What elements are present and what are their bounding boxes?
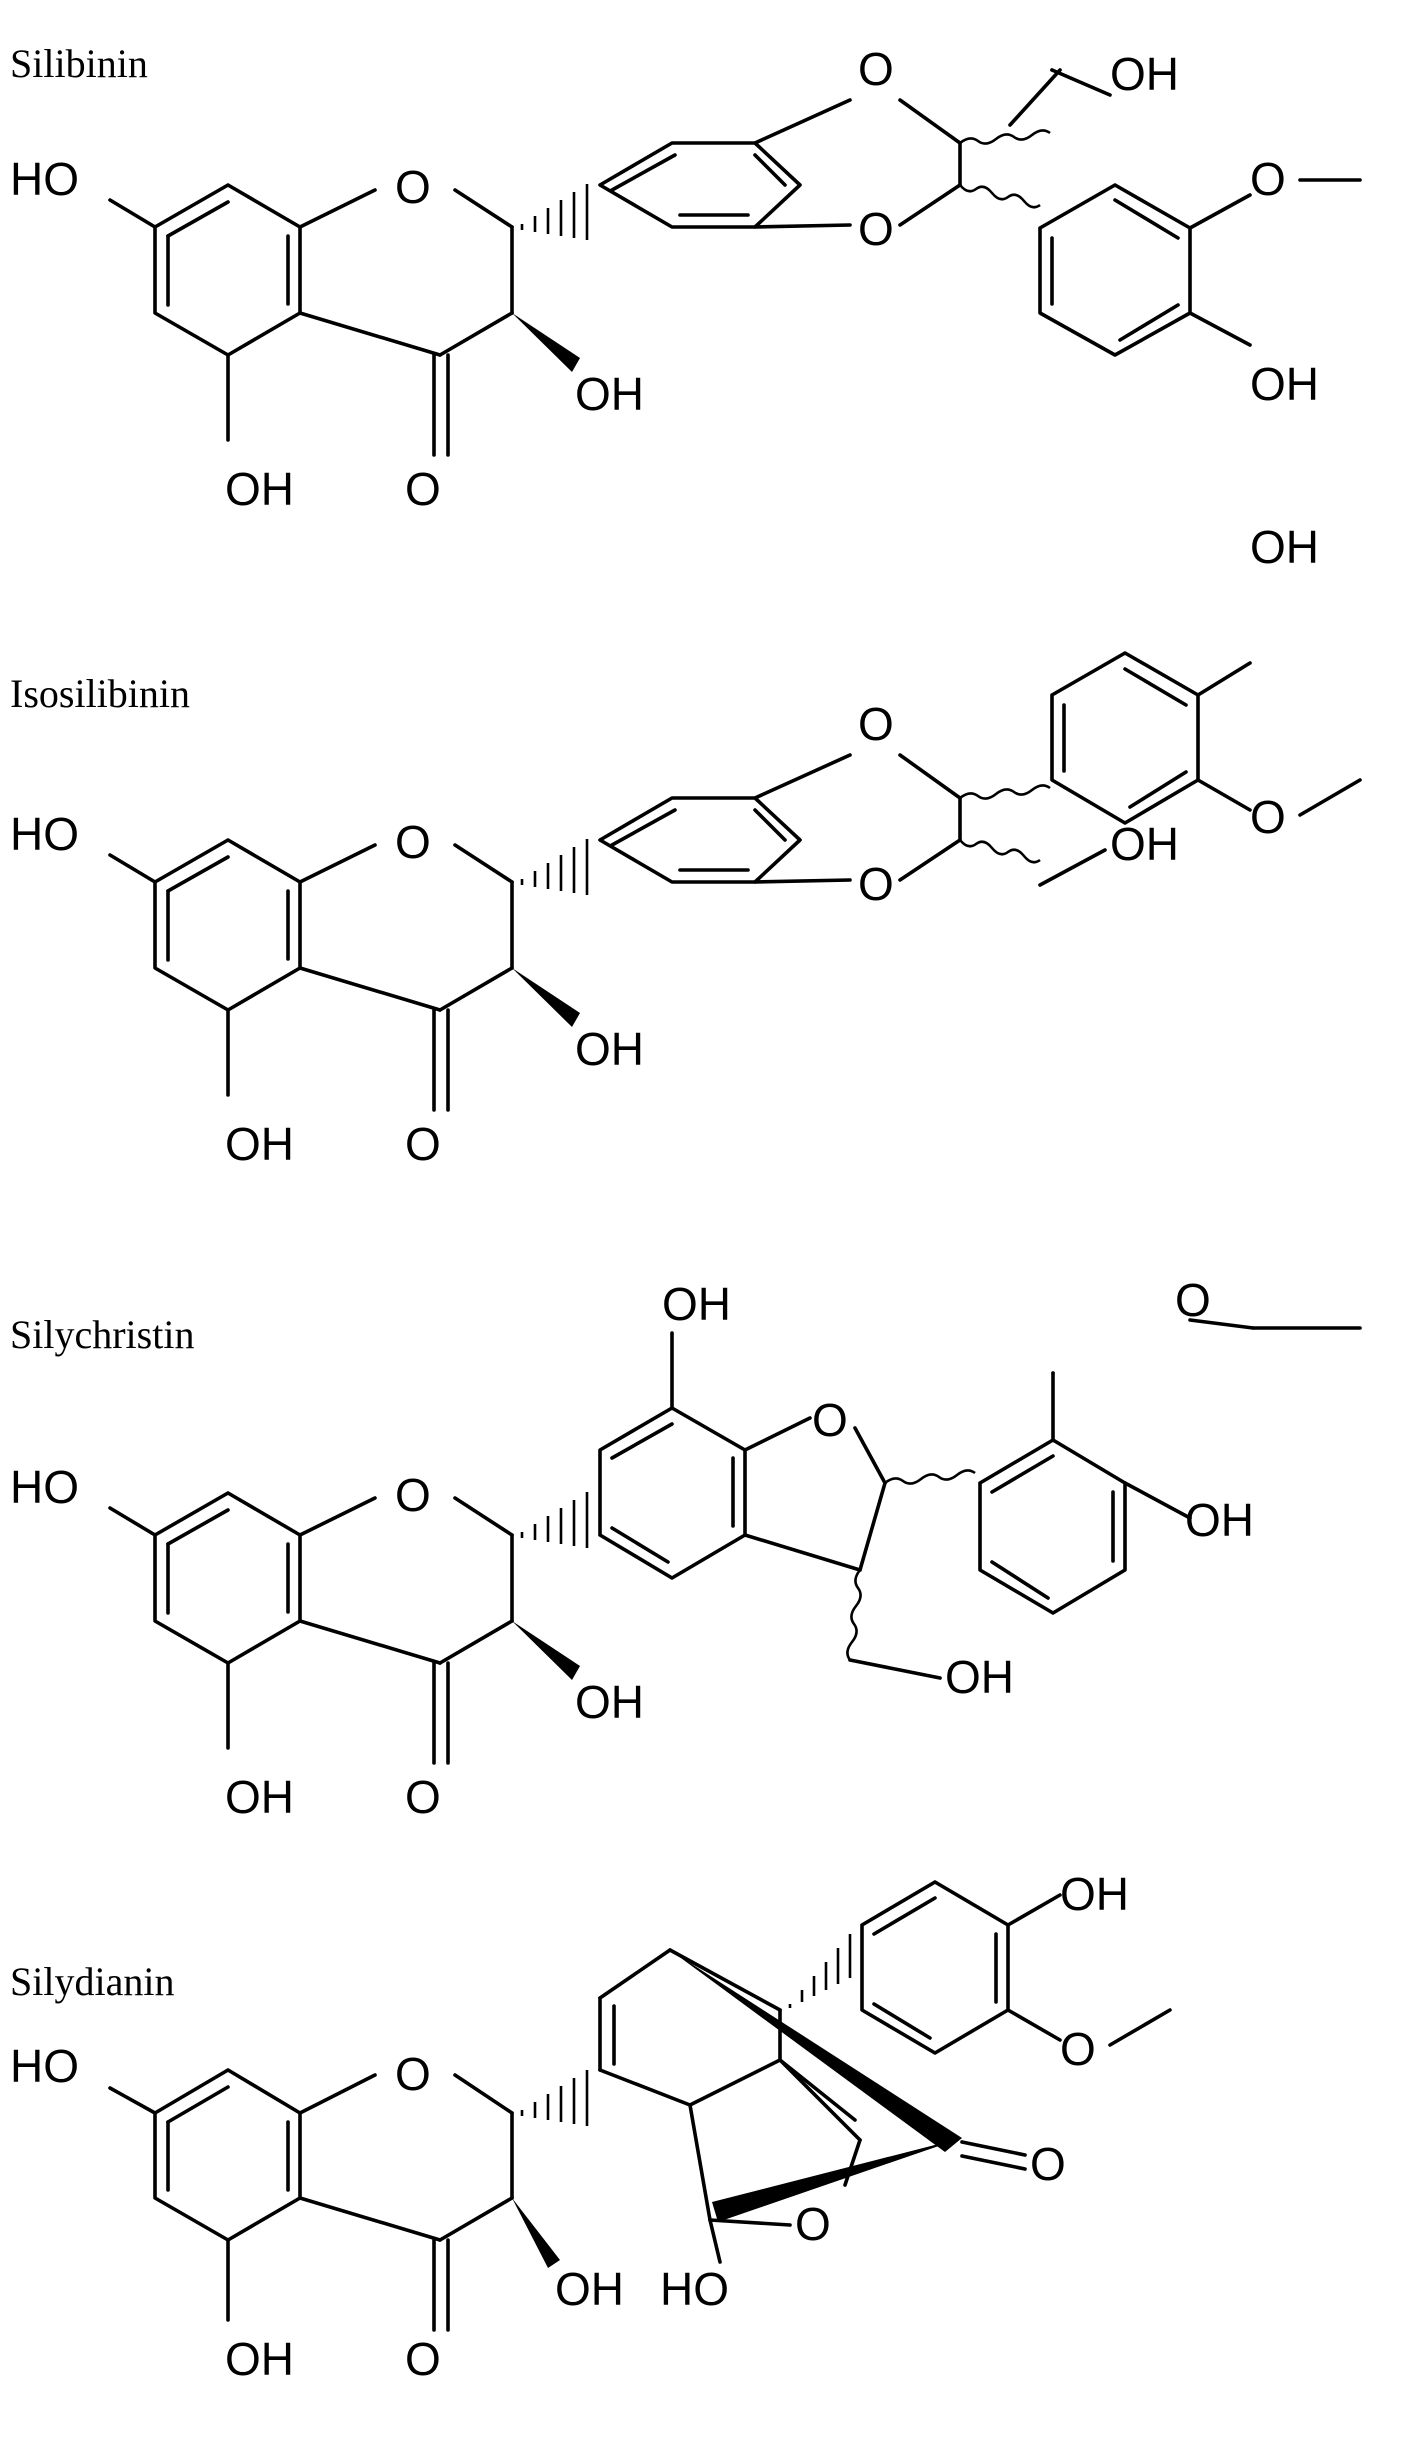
atom-label: O <box>1250 791 1286 843</box>
atom-label: OH <box>225 2333 294 2385</box>
atom-label: OH <box>1250 358 1319 410</box>
atom-label: O <box>395 816 431 868</box>
silydianin-structure: Silydianin <box>10 1868 1172 2385</box>
atom-label: O <box>405 1118 441 1170</box>
atom-label: HO <box>10 808 79 860</box>
compound-name-silychristin: Silychristin <box>10 1312 194 1357</box>
atom-label: OH <box>225 1771 294 1823</box>
atom-label: O <box>395 1469 431 1521</box>
atom-label: O <box>858 203 894 255</box>
compound-name-silibinin: Silibinin <box>10 41 148 86</box>
atom-label: O <box>1060 2023 1096 2075</box>
silychristin-structure: Silychristin <box>10 1274 1362 1823</box>
atom-label: OH <box>575 368 644 420</box>
atom-label: O <box>1030 2138 1066 2190</box>
atom-label: OH <box>225 1118 294 1170</box>
atom-label: OH <box>575 1676 644 1728</box>
atom-label: O <box>395 2048 431 2100</box>
atom-label: OH <box>1250 521 1319 573</box>
atom-label: OH <box>1110 818 1179 870</box>
atom-label: O <box>405 2333 441 2385</box>
atom-label: HO <box>10 153 79 205</box>
atom-label: O <box>858 43 894 95</box>
atom-label: OH <box>225 463 294 515</box>
atom-label: OH <box>575 1023 644 1075</box>
atom-label: O <box>858 858 894 910</box>
silibinin-structure: Silibinin <box>10 41 1362 515</box>
atom-label: OH <box>1110 48 1179 100</box>
atom-label: O <box>1250 153 1286 205</box>
atom-label: HO <box>10 2040 79 2092</box>
atom-label: O <box>405 1771 441 1823</box>
atom-label: OH <box>662 1278 731 1330</box>
atom-label: OH <box>555 2263 624 2315</box>
atom-label: OH <box>1185 1494 1254 1546</box>
atom-label: OH <box>945 1651 1014 1703</box>
atom-label: O <box>1175 1274 1211 1326</box>
atom-label: O <box>795 2198 831 2250</box>
atom-label: OH <box>1060 1868 1129 1920</box>
atom-label: O <box>405 463 441 515</box>
isosilibinin-structure: Isosilibinin <box>10 521 1362 1170</box>
compound-name-isosilibinin: Isosilibinin <box>10 671 190 716</box>
atom-label: O <box>858 698 894 750</box>
atom-label: HO <box>10 1461 79 1513</box>
compound-name-silydianin: Silydianin <box>10 1959 174 2004</box>
atom-label: O <box>812 1394 848 1446</box>
atom-label: O <box>395 161 431 213</box>
atom-label: HO <box>660 2263 729 2315</box>
